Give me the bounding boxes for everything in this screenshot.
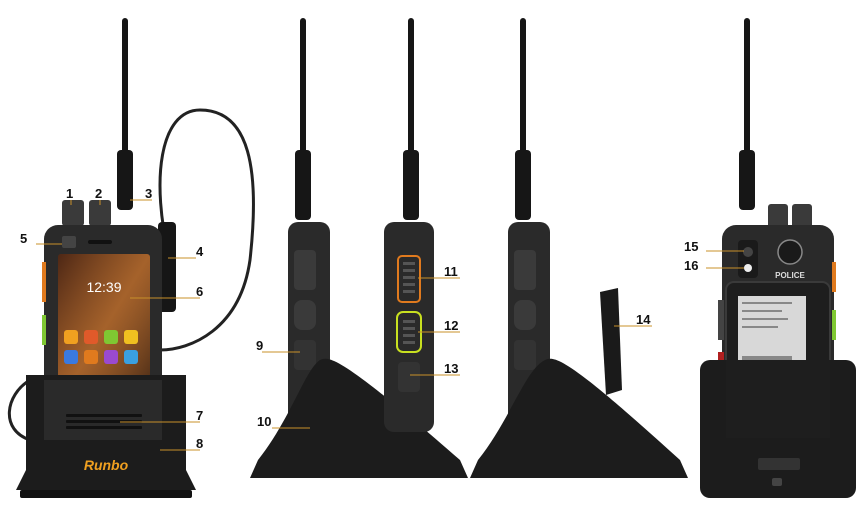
charging-contacts-green [396, 311, 422, 353]
dock-logo: Runbo [84, 457, 129, 473]
back-view: POLICE [700, 18, 856, 498]
side-keypad [294, 340, 316, 370]
front-camera [62, 236, 76, 248]
side-view-contacts [384, 18, 434, 432]
callout-4: 4 [196, 244, 204, 259]
callout-9: 9 [256, 338, 263, 353]
callout-11: 11 [444, 264, 458, 279]
callout-14: 14 [636, 312, 651, 327]
dock-cable [7, 378, 31, 442]
earpiece-cable [158, 108, 255, 352]
callout-8: 8 [196, 436, 203, 451]
callout-15: 15 [684, 239, 698, 254]
callout-5: 5 [20, 231, 27, 246]
rear-camera-module [738, 240, 758, 278]
leader-lines [36, 199, 744, 451]
earpiece-slot [88, 240, 112, 244]
bottom-port [398, 362, 420, 392]
callout-labels: 1 2 3 4 5 6 7 8 9 10 11 12 13 14 15 16 [20, 186, 698, 451]
callout-6: 6 [196, 284, 203, 299]
callout-16: 16 [684, 258, 698, 273]
back-badge: POLICE [775, 271, 805, 280]
belt-clip [600, 288, 622, 395]
callout-12: 12 [444, 318, 458, 333]
knob-2 [89, 200, 111, 226]
front-view: 12:39 Runbo [7, 18, 255, 498]
screen-clock: 12:39 [86, 279, 121, 295]
dock-side-c [470, 358, 688, 478]
knob-1 [62, 200, 84, 226]
callout-3: 3 [145, 186, 152, 201]
dock-side-a [250, 358, 468, 478]
callout-1: 1 [66, 186, 73, 201]
police-emblem [777, 239, 803, 265]
side-connector [158, 222, 176, 312]
side-view-right [470, 18, 688, 478]
side-view-left [250, 18, 468, 478]
callout-13: 13 [444, 361, 458, 376]
callout-10: 10 [257, 414, 271, 429]
dock-power-port [772, 478, 782, 486]
callout-7: 7 [196, 408, 203, 423]
callout-2: 2 [95, 186, 102, 201]
